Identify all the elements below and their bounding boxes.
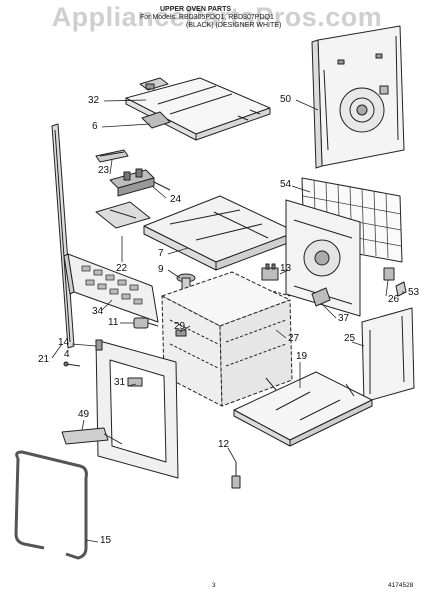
callout-23: 23 xyxy=(98,165,110,176)
callout-12: 12 xyxy=(218,439,230,450)
bottom-panel xyxy=(233,371,373,447)
callout-49: 49 xyxy=(78,409,90,420)
oven-cavity xyxy=(161,271,293,407)
callout-27: 27 xyxy=(288,333,300,344)
insulation-pad-part xyxy=(95,201,151,229)
control-panel xyxy=(63,253,159,323)
callout-13: 13 xyxy=(280,263,292,274)
callout-25: 25 xyxy=(344,333,356,344)
small-bracket-part xyxy=(95,149,129,163)
side-trim-strip xyxy=(51,123,75,349)
door-trim-part xyxy=(61,427,123,445)
callout-4: 4 xyxy=(64,349,70,360)
terminal-block-part xyxy=(109,168,171,197)
clip-part-26 xyxy=(383,267,395,281)
rear-panel xyxy=(311,25,405,169)
callout-24: 24 xyxy=(170,194,182,205)
callout-9: 9 xyxy=(158,264,164,275)
callout-26: 26 xyxy=(388,294,400,305)
callout-6: 6 xyxy=(92,121,98,132)
callout-7: 7 xyxy=(158,248,164,259)
model-list: For Models: RBD305PDQ1, RBD307PDQ1 xyxy=(140,14,274,21)
small-clip-part-12 xyxy=(231,462,241,489)
door-gasket xyxy=(14,450,88,560)
callout-31: 31 xyxy=(114,377,126,388)
callout-29: 29 xyxy=(174,321,186,332)
page-number: 3 xyxy=(212,582,216,589)
finish-list: (BLACK) (DESIGNER WHITE) xyxy=(186,22,282,29)
callout-21: 21 xyxy=(38,354,50,365)
callout-14: 14 xyxy=(58,337,70,348)
callout-22: 22 xyxy=(116,263,128,274)
callout-19: 19 xyxy=(296,351,308,362)
callout-53: 53 xyxy=(408,287,420,298)
callout-32: 32 xyxy=(88,95,100,106)
screw-part-4 xyxy=(63,361,81,367)
callout-54: 54 xyxy=(280,179,292,190)
door-frame xyxy=(95,339,179,479)
watermark: AppliancePartsPros.com xyxy=(51,2,383,32)
callout-34: 34 xyxy=(92,306,104,317)
callout-11: 11 xyxy=(108,317,119,328)
oven-top-wrapper xyxy=(143,195,297,271)
leader-lines xyxy=(51,99,404,543)
rear-frame-with-fan xyxy=(285,199,361,317)
document-number: 4174528 xyxy=(388,582,414,589)
diagram-title: UPPER OVEN PARTS xyxy=(160,6,232,13)
callout-37: 37 xyxy=(338,313,350,324)
bracket-part-37 xyxy=(311,287,331,307)
callout-50: 50 xyxy=(280,94,292,105)
side-panel xyxy=(361,307,415,403)
callout-15: 15 xyxy=(100,535,112,546)
top-vent-panel xyxy=(125,77,271,141)
clip-part-53 xyxy=(395,281,407,297)
